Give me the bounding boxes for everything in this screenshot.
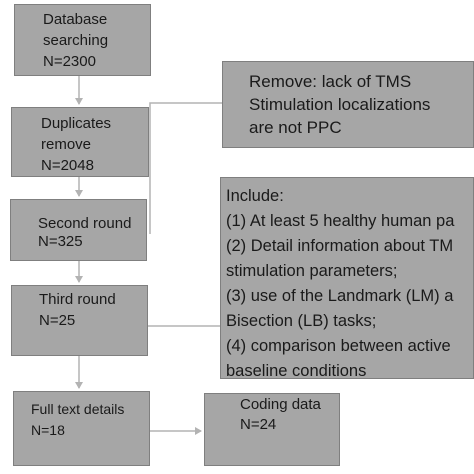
step-box-database-searching: Database searching N=2300 (14, 4, 151, 76)
step-label-third-round: Third round N=25 (39, 291, 116, 329)
step-label-full-text-details: Full text details N=18 (31, 401, 125, 438)
step-label-database-searching: Database searching N=2300 (43, 11, 109, 70)
step-label-duplicates-remove: Duplicates remove N=2048 (41, 115, 112, 174)
include-criteria-box: Include: (1) At least 5 healthy human pa… (220, 177, 474, 379)
include-criteria-label: Include: (1) At least 5 healthy human pa… (226, 187, 455, 379)
step-box-second-round: Second round N=325 (10, 199, 147, 261)
connector-remove-note (149, 102, 222, 234)
step-label-coding-data: Coding data N=24 (240, 396, 321, 433)
step-label-second-round: Second round N=325 (38, 215, 132, 250)
remove-criteria-box: Remove: lack of TMS Stimulation localiza… (222, 61, 474, 148)
step-box-full-text-details: Full text details N=18 (13, 391, 150, 466)
step-box-coding-data: Coding data N=24 (204, 393, 340, 466)
remove-criteria-label: Remove: lack of TMS Stimulation localiza… (249, 72, 431, 137)
step-box-duplicates-remove: Duplicates remove N=2048 (11, 107, 149, 177)
step-box-third-round: Third round N=25 (11, 285, 148, 356)
